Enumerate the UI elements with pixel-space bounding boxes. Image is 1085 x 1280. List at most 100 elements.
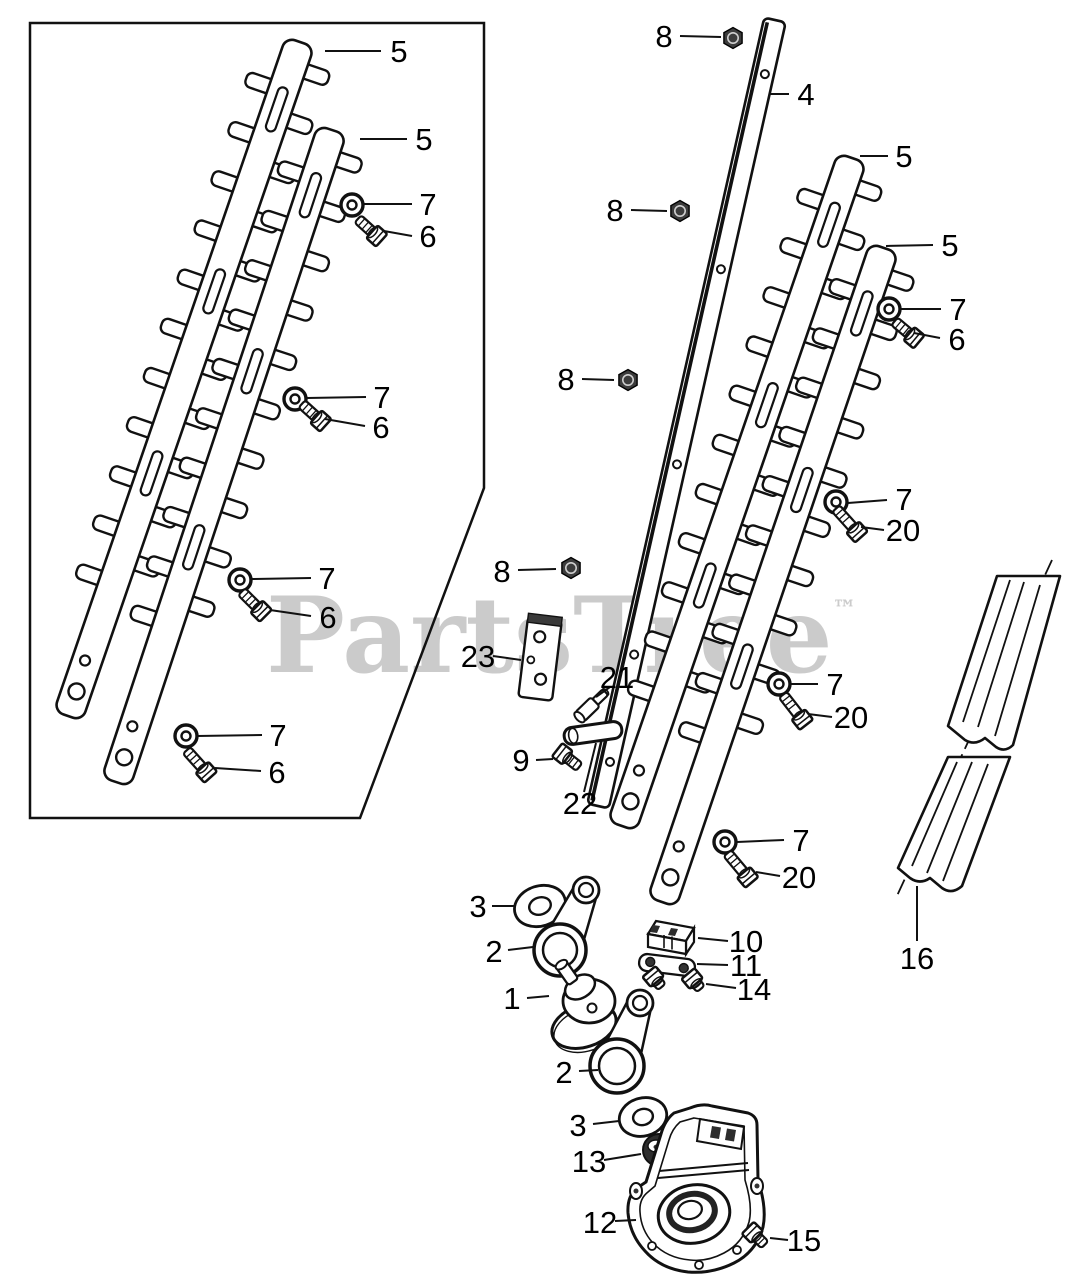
leader-line bbox=[913, 332, 941, 339]
callout-label-10: 10 bbox=[729, 924, 763, 959]
hex-nut-icon bbox=[618, 368, 638, 392]
blade-hole bbox=[621, 792, 640, 811]
figure-border bbox=[28, 21, 486, 820]
callout-label-4: 4 bbox=[797, 77, 814, 112]
leader-line bbox=[507, 946, 534, 951]
leader-line bbox=[603, 1153, 642, 1161]
leader-line bbox=[885, 244, 934, 247]
blade-slot bbox=[139, 450, 164, 497]
callout-label-21: 21 bbox=[600, 660, 634, 695]
flat-washer bbox=[617, 1096, 669, 1138]
screw-icon bbox=[741, 1221, 769, 1249]
eccentric-cam bbox=[550, 958, 619, 1054]
callout-label-5: 5 bbox=[941, 228, 958, 263]
leader-line bbox=[696, 963, 729, 966]
leader-line bbox=[581, 378, 615, 381]
leader-line bbox=[630, 209, 668, 212]
leader-line bbox=[847, 499, 888, 504]
blade-spine bbox=[649, 244, 897, 906]
callout-label-6: 6 bbox=[948, 322, 965, 357]
roller-pin bbox=[562, 720, 624, 746]
callout-label-14: 14 bbox=[737, 972, 771, 1007]
bolt-icon bbox=[891, 317, 925, 349]
callout-label-20: 20 bbox=[834, 700, 868, 735]
hex-nut-icon bbox=[670, 199, 690, 223]
callout-label-7: 7 bbox=[373, 380, 390, 415]
leader-line bbox=[196, 734, 263, 737]
callout-label-7: 7 bbox=[419, 187, 436, 222]
cutter-blade-lower-right bbox=[649, 244, 915, 906]
leader-line bbox=[214, 767, 262, 772]
callout-label-6: 6 bbox=[319, 600, 336, 635]
blade-slot bbox=[264, 86, 289, 133]
leader-line bbox=[860, 526, 885, 531]
bar-hole bbox=[629, 649, 640, 660]
blade-slot bbox=[202, 268, 227, 315]
leader-line bbox=[679, 35, 722, 38]
blade-hole bbox=[632, 764, 646, 777]
callout-label-22: 22 bbox=[563, 786, 597, 821]
bolt-icon bbox=[238, 588, 273, 623]
washer-icon bbox=[227, 567, 253, 593]
cam-pin bbox=[554, 958, 579, 986]
blade-slot bbox=[692, 562, 717, 609]
blade-spine bbox=[103, 126, 345, 786]
callout-label-9: 9 bbox=[512, 743, 529, 778]
callout-label-6: 6 bbox=[268, 755, 285, 790]
leader-line bbox=[755, 871, 781, 877]
bolt-icon bbox=[723, 850, 759, 889]
blade-hole bbox=[114, 748, 134, 767]
bolt-icon bbox=[779, 691, 814, 731]
callout-label-8: 8 bbox=[606, 193, 623, 228]
callout-label-7: 7 bbox=[792, 823, 809, 858]
blade-slot bbox=[754, 382, 779, 429]
callout-label-7: 7 bbox=[826, 667, 843, 702]
callout-label-13: 13 bbox=[572, 1144, 606, 1179]
guide-bracket bbox=[517, 612, 564, 702]
blade-hole bbox=[126, 720, 139, 733]
hex-nut-icon bbox=[561, 556, 581, 580]
callout-label-8: 8 bbox=[655, 19, 672, 54]
leader-line bbox=[383, 230, 413, 237]
callout-label-5: 5 bbox=[895, 139, 912, 174]
flat-washer bbox=[513, 883, 567, 929]
blade-bar bbox=[586, 17, 787, 809]
blade-slot bbox=[849, 290, 874, 337]
leader-line bbox=[592, 1120, 620, 1125]
washer-icon bbox=[876, 296, 902, 322]
leader-line bbox=[306, 396, 367, 399]
leader-line bbox=[705, 983, 737, 989]
blade-hole bbox=[661, 868, 680, 887]
blade-hole bbox=[67, 682, 86, 701]
leader-line bbox=[269, 609, 312, 617]
leader-line bbox=[697, 937, 729, 942]
bolt-icon bbox=[832, 505, 869, 543]
callout-label-7: 7 bbox=[949, 292, 966, 327]
leader-line bbox=[583, 742, 597, 793]
bar-hole bbox=[715, 264, 726, 275]
screw-icon bbox=[551, 742, 583, 771]
blade-slot bbox=[181, 524, 206, 571]
blade-slot bbox=[789, 466, 814, 514]
screw-icon bbox=[680, 967, 705, 992]
leader-line bbox=[769, 1237, 789, 1241]
callout-label-15: 15 bbox=[787, 1223, 821, 1258]
blade-slot bbox=[298, 172, 323, 219]
bolt-icon bbox=[183, 747, 218, 784]
callout-label-16: 16 bbox=[900, 941, 934, 976]
leader-line bbox=[535, 758, 554, 761]
callout-label-2: 2 bbox=[485, 934, 502, 969]
leader-line bbox=[251, 577, 312, 580]
callout-label-20: 20 bbox=[782, 860, 816, 895]
callout-label-5: 5 bbox=[390, 34, 407, 69]
callout-label-8: 8 bbox=[493, 554, 510, 589]
cutter-blade-lower-left bbox=[103, 126, 363, 786]
callout-label-7: 7 bbox=[318, 561, 335, 596]
blade-hole bbox=[672, 840, 685, 853]
blade-spine bbox=[55, 38, 313, 720]
leader-line bbox=[526, 995, 550, 999]
callout-label-6: 6 bbox=[419, 219, 436, 254]
callout-label-20: 20 bbox=[886, 513, 920, 548]
screw-icon bbox=[641, 965, 666, 990]
